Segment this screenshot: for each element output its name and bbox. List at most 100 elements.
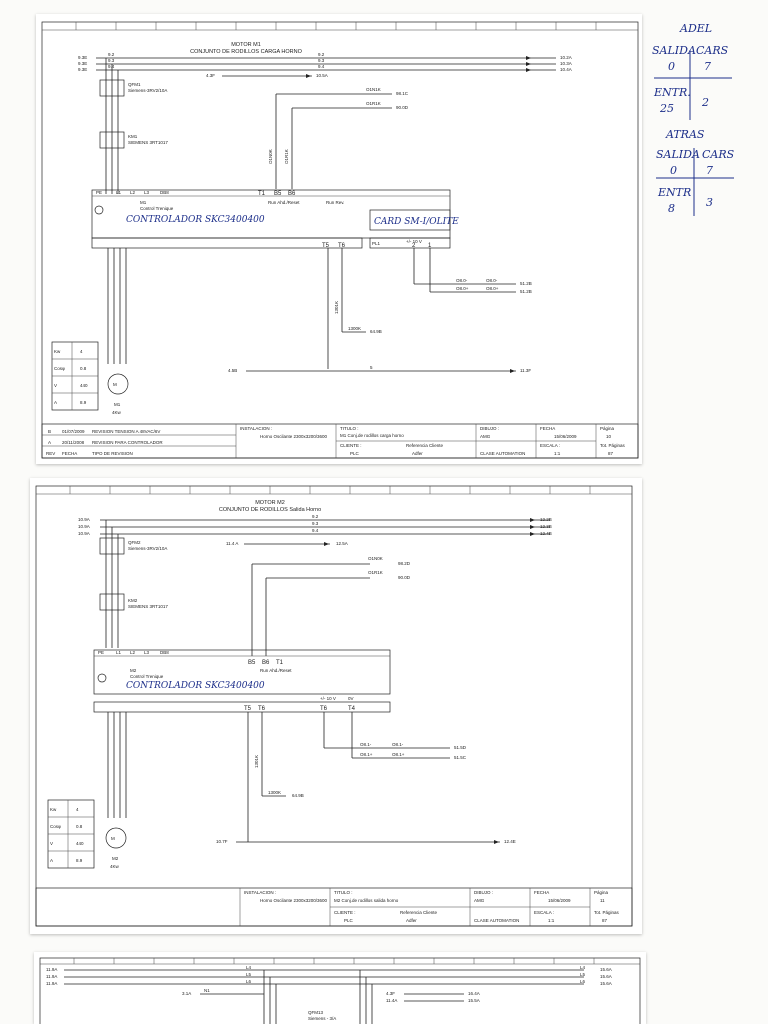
s2-term-b6: B6 (262, 660, 270, 666)
schematic-sheet-1: MOTOR M1 CONJUNTO DE RODILLOS CARGA HORN… (36, 14, 642, 464)
s2-breaker: QFM2 (128, 540, 141, 545)
s2-drive-hand: CONTROLADOR SKC3400400 (126, 681, 265, 691)
s2-run-1: Run Ahd./Reset (260, 668, 292, 673)
s2-out-1-ref: 51.5D (454, 745, 467, 750)
handwritten-notes: ADEL SALIDA CARS 0 7 ENTR. 25 2 ATRAS SA… (648, 20, 764, 240)
s2-ref-64: 64.9B (292, 793, 304, 798)
s1-out-2-ref: 51.2B (520, 289, 532, 294)
s2-tb-total: 87 (602, 918, 608, 923)
s2-tb-title: M2 Conj.de rodillos salida horno (334, 898, 399, 903)
s2-right-ref-3: 12.4B (540, 531, 552, 536)
s1-spec-k1: Kw (54, 349, 61, 354)
s3-feed-r1: 4.3F (386, 991, 395, 996)
s2-motor-symbol (105, 827, 127, 849)
s1-pl-top: +/- 10 V (406, 239, 422, 244)
s2-left-ref-1: 10.9A (78, 517, 90, 522)
s1-tb-page-label: Página (600, 426, 615, 431)
s3-feed-r2: 11.4A (386, 998, 397, 1003)
s1-spec-k2: Cosφ (54, 366, 65, 371)
s2-term-l2: L2 (130, 650, 136, 655)
s1-rev-h2: FECHA (62, 451, 77, 456)
sheet1-title-1: MOTOR M1 (231, 42, 261, 48)
s1-motor-m: M (113, 382, 117, 387)
s2-feed-right: 12.5A (336, 541, 348, 546)
s1-right-ref-1: 10.2A (560, 55, 572, 60)
s2-tb-client: PLC (344, 918, 354, 923)
s2-tb-scale-label: ESCALA : (534, 910, 554, 915)
s2-out-1b: O8.1- (392, 742, 404, 747)
s2-tb-date-label: FECHA (534, 890, 549, 895)
s1-sig-1-ref: 98.1C (396, 91, 409, 96)
s1-term-t1: T1 (258, 191, 266, 197)
s1-tag-1300k: 1300K (348, 326, 361, 331)
s2-term-l1: L1 (116, 650, 122, 655)
s1-tb-drawn-label: DIBUJO : (480, 426, 499, 431)
s1-bus-c2: 9.4 (318, 64, 325, 69)
note-adel: ADEL (680, 22, 713, 35)
s3-breaker: QFM13 (308, 1010, 324, 1015)
s1-spec-k4: A (54, 400, 57, 405)
s1-sig-1: O1N1K (366, 87, 381, 92)
s2-left-ref-2: 10.9A (78, 524, 90, 529)
s2-sig-1-ref: 98.2D (398, 561, 411, 566)
s3-left-ref-1: 11.9A (46, 967, 57, 972)
note-entr-1: ENTR. (654, 86, 691, 99)
s2-bot-t6: T6 (258, 706, 266, 712)
s1-out-2b: O8.0+ (486, 286, 499, 291)
s1-contactor-text: SIEMENS 3RT1017 (128, 140, 168, 145)
column-ruler (75, 22, 597, 30)
s2-motor-sub: 4Kw (110, 864, 120, 869)
s2-pl-t6: T6 (320, 706, 328, 712)
s1-drive-hand: CONTROLADOR SKC3400400 (126, 215, 265, 225)
s2-sig-1: O1N0K (368, 556, 383, 561)
s3-feed-left: 3.1A (182, 991, 191, 996)
s3-bus-l5: L5 (246, 972, 252, 977)
s1-bus-c: 9.4 (108, 64, 115, 69)
s3-bus-l6b: L6 (580, 979, 586, 984)
s1-term-l3: L3 (144, 190, 150, 195)
s1-drive-name: M1 (140, 200, 147, 205)
s2-bus-a: 9.2 (312, 514, 319, 519)
s1-motor-label: M1 (114, 402, 121, 407)
s2-drive-sub: Control Trenique (130, 674, 164, 679)
s1-bot-t6: T6 (338, 243, 346, 249)
note-2: 2 (702, 96, 709, 109)
s2-tb-page-label: Página (594, 890, 609, 895)
s1-tb-date: 15/06/2009 (554, 434, 577, 439)
s1-rev-h3: TIPO DE REVISION (92, 451, 133, 456)
note-salida-1: SALIDA (652, 44, 696, 57)
s2-tb-drawn-label: DIBUJO : (474, 890, 493, 895)
s1-out-1b: O8.0- (486, 278, 498, 283)
s1-bot-t5: T5 (322, 243, 330, 249)
s2-hline-right: 12.4E (504, 839, 516, 844)
s1-term-l1: L1 (116, 190, 122, 195)
s1-term-l2: L2 (130, 190, 136, 195)
note-cars-2: CARS (702, 148, 735, 161)
s2-hline-left: 10.7F (216, 839, 228, 844)
note-8: 8 (668, 202, 675, 215)
s1-spec-v3: 440 (80, 383, 88, 388)
s2-tb-class: CLASE AUTOMATION (474, 918, 519, 923)
s2-spec-k2: Cosφ (50, 824, 61, 829)
note-7-2: 7 (706, 164, 713, 177)
s1-rev-h1: REV (46, 451, 55, 456)
s2-left-ref-3: 10.9A (78, 531, 90, 536)
s1-tb-refc-label: Referencia Cliente (406, 443, 444, 448)
s2-feed-left: 11.4 A (226, 541, 238, 546)
s1-vtag-1: O1N0K (268, 149, 273, 164)
s2-term-pe: PE (98, 650, 104, 655)
s1-bus-a: 9.2 (108, 52, 115, 57)
s1-card-hand: CARD SM-I/OLITE (374, 217, 459, 227)
s2-out-2b: O8.1+ (392, 752, 405, 757)
note-0-2: 0 (670, 164, 677, 177)
s2-out-2-ref: 51.5C (454, 755, 467, 760)
s2-spec-k4: A (50, 858, 53, 863)
s1-bus-b2: 9.3 (318, 58, 325, 63)
s2-term-t1: T1 (276, 660, 284, 666)
s2-tb-refc-label: Referencia Cliente (400, 910, 438, 915)
s2-tag-1301k: 1301K (254, 755, 259, 768)
s3-feed-f2: 15.5A (468, 998, 480, 1003)
s3-feed-f1: 16.4A (468, 991, 480, 996)
s1-motor-symbol (107, 373, 129, 395)
s1-bus-a2: 9.2 (318, 52, 325, 57)
